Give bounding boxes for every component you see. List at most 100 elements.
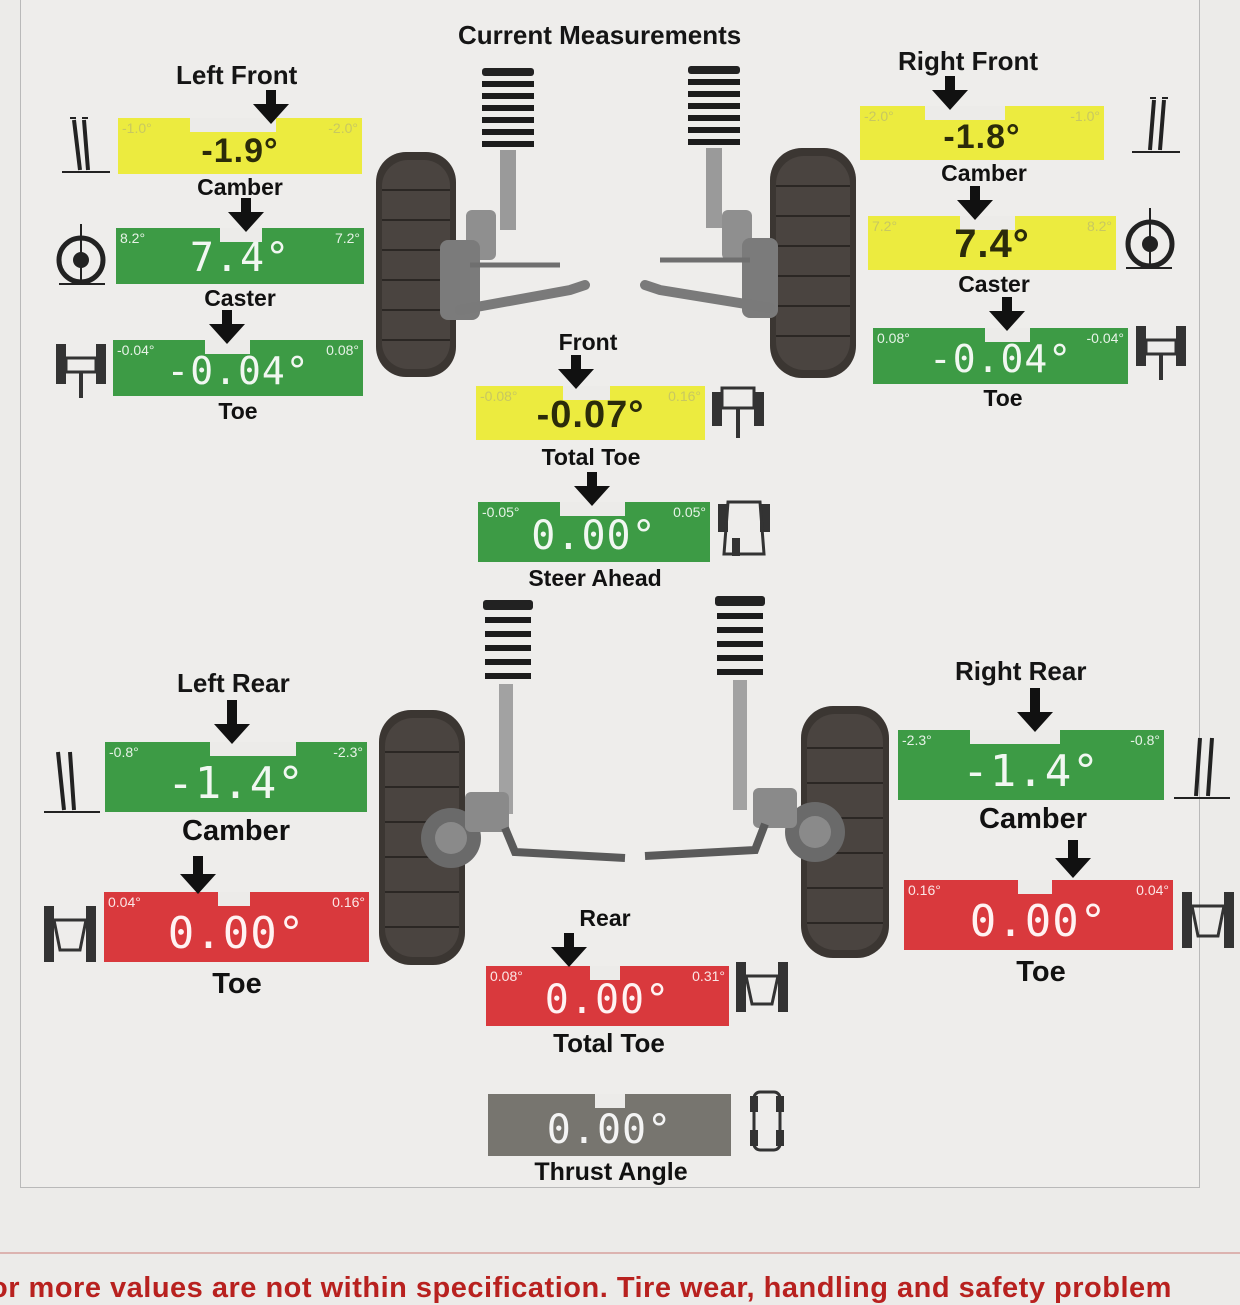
gauge-value: 0.00° — [546, 1107, 673, 1153]
gauge-value: -0.07° — [536, 394, 645, 436]
right-rear-title: Right Rear — [955, 656, 1087, 686]
gauge-min-label: -0.04° — [117, 342, 155, 358]
lf-camber-gauge: -1.0° -2.0° -1.9° — [118, 118, 362, 174]
gauge-value: 0.00° — [167, 908, 306, 959]
rf-caster-gauge: 7.2° 8.2° 7.4° — [868, 216, 1116, 270]
rf-caster-label: Caster — [958, 271, 1030, 297]
rr-camber-icon — [1174, 737, 1230, 799]
gauge-target-notch — [563, 386, 610, 400]
left-rear-title: Left Rear — [177, 668, 290, 698]
gauge-target-notch — [970, 730, 1060, 744]
lr-toe-icon — [44, 906, 96, 962]
spec-warning-text: or more values are not within specificat… — [0, 1272, 1172, 1304]
gauge-target-notch — [210, 742, 296, 756]
lf-caster-icon — [56, 224, 106, 285]
front-total-toe-label: Total Toe — [541, 444, 641, 470]
lr-toe-label: Toe — [212, 968, 262, 1000]
gauge-target-notch — [590, 966, 620, 980]
lf-camber-icon — [62, 117, 110, 173]
right-front-title: Right Front — [898, 46, 1039, 76]
lr-camber-gauge: -0.8° -2.3° -1.4° — [105, 742, 367, 812]
gauge-max-label: -0.04° — [1086, 330, 1124, 346]
gauge-value: 7.4° — [189, 235, 291, 281]
rr-camber-label: Camber — [979, 803, 1087, 835]
lf-toe-gauge: -0.04° 0.08° -0.04° — [113, 340, 363, 396]
rr-toe-icon — [1182, 892, 1234, 948]
gauge-min-label: -1.0° — [122, 120, 152, 136]
rr-toe-gauge: 0.16° 0.04° 0.00° — [904, 880, 1173, 950]
gauge-target-notch — [595, 1094, 625, 1108]
rear-total-toe-icon — [736, 962, 788, 1012]
rf-toe-icon — [1136, 326, 1186, 380]
gauge-max-label: -2.3° — [333, 744, 363, 760]
gauge-value: -1.4° — [167, 758, 305, 809]
lf-toe-label: Toe — [218, 398, 258, 424]
rear-total-toe-gauge: 0.08° 0.31° 0.00° — [486, 966, 729, 1026]
gauge-min-label: 0.08° — [877, 330, 910, 346]
lr-toe-gauge: 0.04° 0.16° 0.00° — [104, 892, 369, 962]
rr-toe-label: Toe — [1016, 956, 1066, 988]
gauge-target-notch — [1018, 880, 1052, 894]
thrust-angle-label: Thrust Angle — [534, 1158, 688, 1186]
gauge-value: -0.04° — [928, 337, 1073, 381]
gauge-min-label: -0.8° — [109, 744, 139, 760]
rf-camber-gauge: -2.0° -1.0° -1.8° — [860, 106, 1104, 160]
rr-camber-gauge: -2.3° -0.8° -1.4° — [898, 730, 1164, 800]
gauge-target-notch — [985, 328, 1030, 342]
gauge-min-label: -0.08° — [480, 388, 518, 404]
gauge-value: 0.00° — [544, 977, 671, 1023]
gauge-value: 0.00° — [969, 896, 1108, 947]
gauge-max-label: 0.16° — [332, 894, 365, 910]
lr-camber-icon — [44, 751, 100, 813]
steer-ahead-gauge: -0.05° 0.05° 0.00° — [478, 502, 710, 562]
gauge-value: -1.9° — [201, 132, 279, 170]
front-total-toe-gauge: -0.08° 0.16° -0.07° — [476, 386, 705, 440]
gauge-value: 0.00° — [531, 513, 657, 559]
rf-camber-icon — [1132, 97, 1180, 153]
gauge-max-label: 7.2° — [334, 230, 360, 246]
gauge-min-label: 0.16° — [908, 882, 941, 898]
gauge-value: -1.4° — [962, 746, 1100, 797]
gauge-min-label: -2.3° — [902, 732, 932, 748]
lr-camber-label: Camber — [182, 815, 290, 847]
lf-camber-label: Camber — [197, 174, 283, 200]
lf-toe-icon — [56, 344, 106, 398]
gauge-max-label: -1.0° — [1070, 108, 1100, 124]
gauge-min-label: 8.2° — [120, 230, 146, 246]
gauge-value: -1.8° — [943, 118, 1021, 156]
left-front-title: Left Front — [176, 60, 298, 90]
gauge-min-label: 7.2° — [872, 218, 898, 234]
rf-caster-icon — [1125, 208, 1175, 269]
lf-caster-gauge: 8.2° 7.2° 7.4° — [116, 228, 364, 284]
front-suspension-illustration — [376, 66, 856, 378]
gauge-min-label: -0.05° — [482, 504, 520, 520]
warning-divider — [0, 1252, 1240, 1254]
rear-total-toe-label: Total Toe — [553, 1028, 665, 1058]
lf-caster-label: Caster — [204, 285, 276, 311]
gauge-value: -0.04° — [166, 349, 310, 393]
page-title: Current Measurements — [458, 20, 742, 50]
rf-toe-label: Toe — [983, 385, 1023, 411]
thrust-angle-icon — [750, 1090, 784, 1152]
rear-suspension-illustration — [379, 596, 889, 965]
gauge-min-label: 0.04° — [108, 894, 141, 910]
gauge-target-notch — [218, 892, 250, 906]
front-label: Front — [558, 329, 618, 355]
gauge-max-label: -0.8° — [1130, 732, 1160, 748]
gauge-max-label: 0.05° — [673, 504, 706, 520]
steer-ahead-icon — [718, 500, 770, 556]
rear-label: Rear — [579, 905, 631, 931]
gauge-max-label: 8.2° — [1086, 218, 1112, 234]
gauge-max-label: 0.31° — [692, 968, 725, 984]
gauge-max-label: 0.04° — [1136, 882, 1169, 898]
thrust-angle-gauge: 0.00° — [488, 1094, 731, 1156]
gauge-min-label: -2.0° — [864, 108, 894, 124]
rf-camber-label: Camber — [941, 160, 1027, 186]
rf-toe-gauge: 0.08° -0.04° -0.04° — [873, 328, 1128, 384]
gauge-min-label: 0.08° — [490, 968, 523, 984]
gauge-max-label: 0.16° — [668, 388, 701, 404]
gauge-value: 7.4° — [954, 222, 1030, 266]
gauge-max-label: 0.08° — [326, 342, 359, 358]
gauge-max-label: -2.0° — [328, 120, 358, 136]
steer-ahead-label: Steer Ahead — [528, 565, 662, 591]
